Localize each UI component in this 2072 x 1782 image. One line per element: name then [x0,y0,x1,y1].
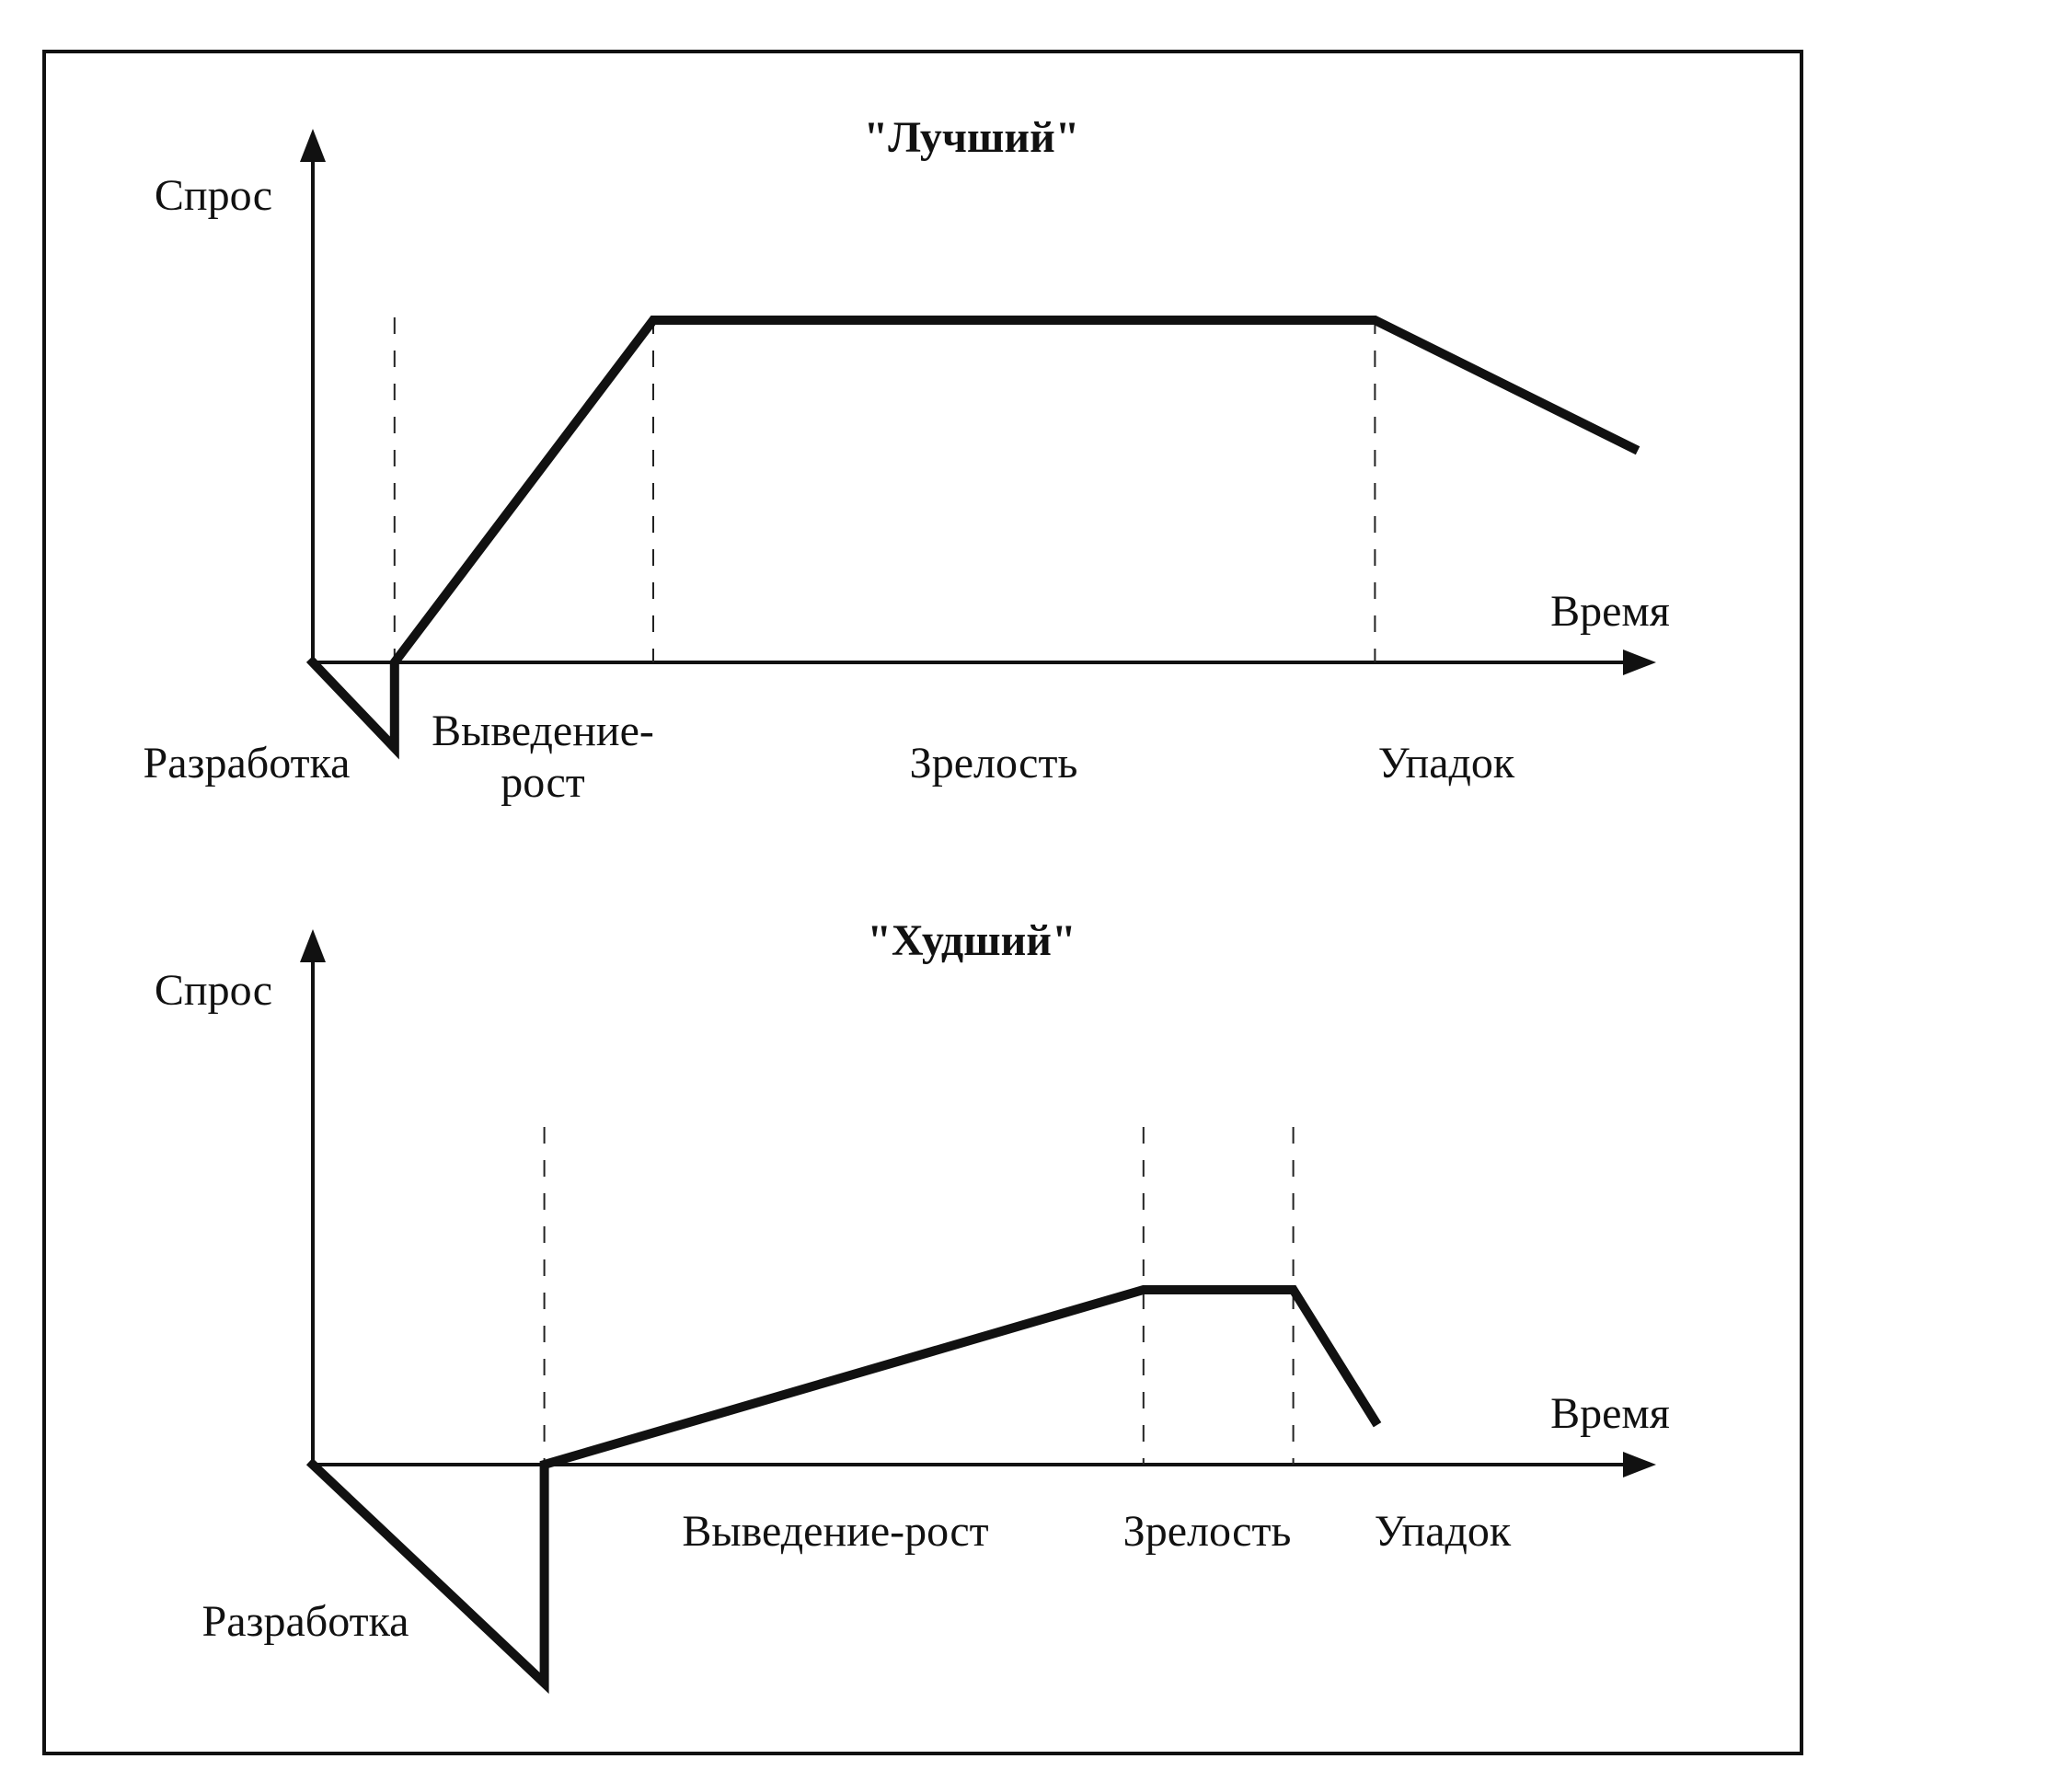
phase-label-line: Выведение- [432,707,654,755]
demand-curve [305,1285,1382,1695]
x-axis-label: Время [1550,587,1670,636]
phase-label-line: Выведение-рост [682,1507,988,1556]
phase-label-line: Разработка [202,1597,409,1646]
phase-label: Зрелость [910,739,1078,788]
phase-label-line: Разработка [144,739,351,788]
phase-label: Разработка [144,739,351,788]
figure-frame [42,50,1803,1755]
x-axis-label: Время [1550,1389,1670,1438]
chart-title: "Лучший" [864,113,1080,162]
x-axis-arrow [1623,1452,1656,1477]
phase-label-line: Зрелость [910,739,1078,788]
y-axis-label: Спрос [155,966,272,1015]
phase-label-line: Упадок [1378,739,1515,788]
phase-label: Выведение-рост [682,1507,988,1556]
phase-label: Выведение-рост [432,707,654,807]
x-axis-arrow [1623,650,1656,675]
phase-label-line: рост [501,758,585,807]
phase-label-line: Зрелость [1123,1507,1292,1556]
y-axis-arrow [300,929,326,962]
y-axis-arrow [300,129,326,162]
phase-label: Разработка [202,1597,409,1646]
phase-label: Упадок [1375,1507,1512,1556]
chart-title: "Худший" [867,916,1076,965]
phase-label-line: Упадок [1375,1507,1512,1556]
demand-curve [305,316,1640,760]
phase-label: Упадок [1378,739,1515,788]
y-axis-label: Спрос [155,171,272,220]
chart-panels: "Лучший"СпросВремяРазработкаВыведение-ро… [144,113,1670,1695]
phase-label: Зрелость [1123,1507,1292,1556]
